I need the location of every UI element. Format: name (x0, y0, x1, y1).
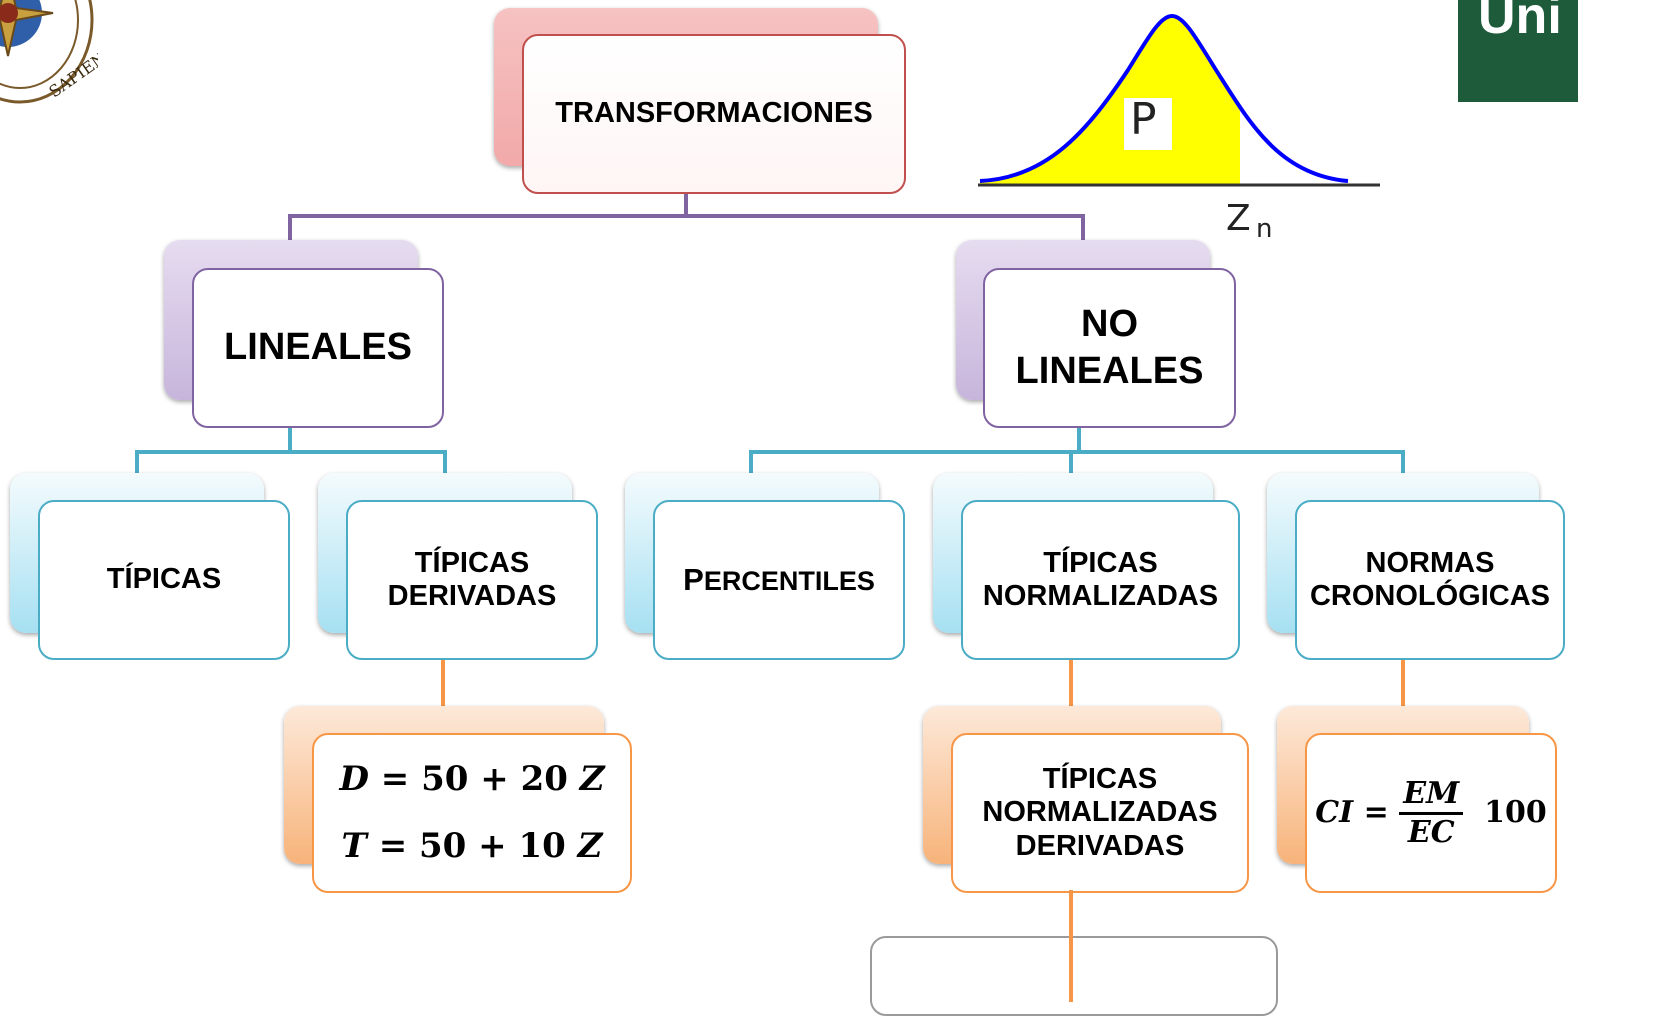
university-logo-right: Uni (1458, 0, 1578, 102)
no-lineales-line2: LINEALES (1015, 350, 1204, 392)
tipicas-derivadas-line2: DERIVADAS (387, 580, 557, 612)
connector-root (684, 193, 688, 216)
connector-lineales-down (288, 426, 292, 452)
tnd-node: TÍPICAS NORMALIZADAS DERIVADAS (951, 733, 1249, 893)
root-label: TRANSFORMACIONES (555, 97, 873, 130)
formulas-dt-node: D = 50 + 20 Z T = 50 + 10 Z (312, 733, 632, 893)
connector-tnd (1069, 658, 1073, 708)
curve-axis-label: Z (1226, 198, 1251, 239)
formula-ci-node: CI = EM EC 100 (1305, 733, 1557, 893)
percentiles-label: PERCENTILES (683, 562, 875, 598)
normas-cronologicas-node: NORMAS CRONOLÓGICAS (1295, 500, 1565, 660)
normas-cronologicas-line2: CRONOLÓGICAS (1309, 580, 1551, 612)
tnd-line2: NORMALIZADAS (982, 796, 1218, 829)
connector-formula-ci (1401, 658, 1405, 708)
no-lineales-line1: NO (1081, 302, 1138, 345)
connector-formulas-dt (441, 658, 445, 708)
connector-percentiles (749, 450, 753, 474)
bottom-partial-node (870, 936, 1278, 1016)
normal-curve-figure: P Z n (978, 10, 1380, 244)
connector-normas (1401, 450, 1405, 474)
connector-level1-bar (288, 214, 1085, 218)
curve-area-label: P (1130, 94, 1157, 145)
connector-tipicas-derivadas (443, 450, 447, 474)
lineales-node: LINEALES (192, 268, 444, 428)
tipicas-normalizadas-line1: TÍPICAS (1043, 546, 1158, 579)
connector-tipicas-normalizadas (1069, 450, 1073, 474)
curve-axis-subscript: n (1256, 214, 1273, 244)
tipicas-label: TÍPICAS (106, 563, 222, 596)
lineales-label: LINEALES (224, 326, 412, 369)
connector-no-lineales-down (1077, 426, 1081, 452)
tipicas-derivadas-line1: TÍPICAS (414, 546, 530, 579)
tnd-line3: DERIVADAS (1015, 829, 1185, 862)
connector-no-lineales-bar (749, 450, 1405, 454)
root-node: TRANSFORMACIONES (522, 34, 906, 194)
formula-ci: CI = EM EC 100 (1315, 776, 1547, 850)
connector-lineales-bar (135, 450, 447, 454)
percentiles-node: PERCENTILES (653, 500, 905, 660)
tnd-line1: TÍPICAS (1042, 762, 1158, 795)
normas-cronologicas-line1: NORMAS (1365, 546, 1495, 579)
formula-d: D = 50 + 20 Z (339, 758, 605, 799)
tipicas-normalizadas-node: TÍPICAS NORMALIZADAS (961, 500, 1240, 660)
university-seal-logo: SAPIENTIA · BILIOR (0, 0, 196, 128)
tipicas-node: TÍPICAS (38, 500, 290, 660)
connector-tipicas (135, 450, 139, 474)
connector-no-lineales (1081, 214, 1085, 242)
tipicas-normalizadas-line2: NORMALIZADAS (982, 580, 1219, 612)
no-lineales-node: NO LINEALES (983, 268, 1236, 428)
connector-bottom-overlay (1069, 890, 1073, 1002)
tipicas-derivadas-node: TÍPICAS DERIVADAS (346, 500, 598, 660)
connector-lineales (288, 214, 292, 242)
formula-t: T = 50 + 10 Z (341, 826, 603, 866)
